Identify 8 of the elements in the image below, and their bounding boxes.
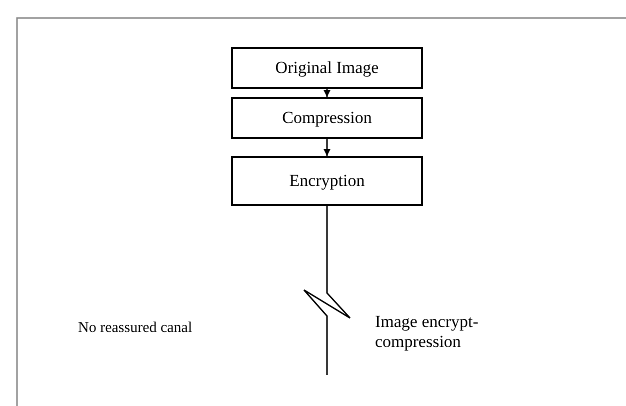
arrow: [324, 89, 330, 97]
process-box: Encryption: [231, 156, 423, 206]
arrow: [324, 139, 330, 156]
process-box: Compression: [231, 97, 423, 139]
process-box: Original Image: [231, 47, 423, 89]
annotation-text: Image encrypt- compression: [375, 312, 480, 352]
broken-line: [303, 206, 351, 375]
annotation-text: No reassured canal: [78, 319, 194, 338]
